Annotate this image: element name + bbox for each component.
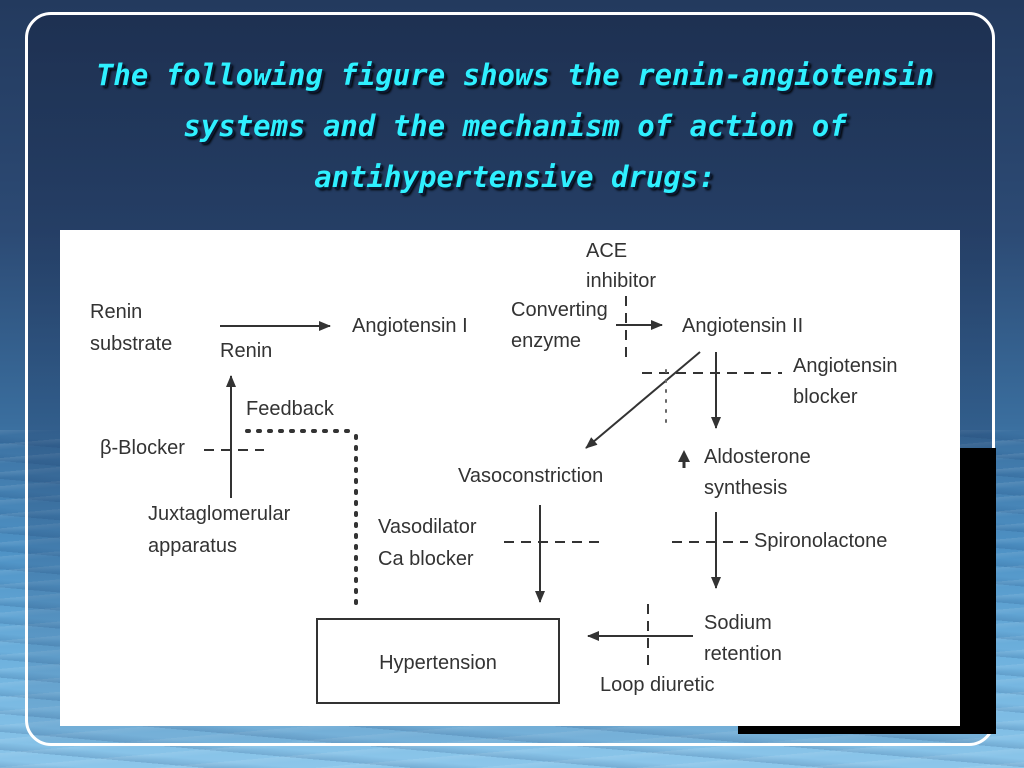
label-aldosterone-1: Aldosterone (704, 446, 811, 468)
arrow-to-vasoconstriction (585, 351, 701, 449)
feedback-path (245, 429, 358, 614)
label-angiotensin-2: Angiotensin II (682, 315, 803, 337)
label-ace-inhibitor-2: inhibitor (586, 270, 656, 292)
inhibition-lines (204, 296, 782, 668)
label-juxtaglomerular-2: apparatus (148, 535, 237, 557)
label-ace-inhibitor-1: ACE (586, 240, 627, 262)
label-renin: Renin (220, 340, 272, 362)
renin-angiotensin-figure: Renin substrate Renin Angiotensin I ACE … (60, 230, 960, 726)
label-spironolactone: Spironolactone (754, 530, 887, 552)
label-hypertension: Hypertension (379, 652, 497, 674)
label-converting-enzyme-2: enzyme (511, 330, 581, 352)
label-converting-enzyme-1: Converting (511, 299, 608, 321)
label-vasodilator-1: Vasodilator (378, 516, 477, 538)
label-angiotensin-blocker-2: blocker (793, 386, 858, 408)
label-loop-diuretic: Loop diuretic (600, 674, 715, 696)
label-vasoconstriction: Vasoconstriction (458, 465, 603, 487)
label-sodium-retention-1: Sodium (704, 612, 772, 634)
up-arrow-icon (678, 450, 690, 462)
label-angiotensin-blocker-1: Angiotensin (793, 355, 898, 377)
diagram-svg: Renin substrate Renin Angiotensin I ACE … (90, 240, 898, 704)
hypertension-box (316, 618, 560, 704)
label-juxtaglomerular-1: Juxtaglomerular (148, 503, 291, 525)
label-vasodilator-2: Ca blocker (378, 548, 474, 570)
label-renin-substrate-2: substrate (90, 333, 172, 355)
label-aldosterone-2: synthesis (704, 477, 787, 499)
label-angiotensin-1: Angiotensin I (352, 315, 468, 337)
label-beta-blocker: β-Blocker (100, 437, 185, 459)
slide-title: The following figure shows the renin-ang… (95, 58, 935, 194)
label-feedback: Feedback (246, 398, 335, 420)
label-renin-substrate-1: Renin (90, 301, 142, 323)
label-sodium-retention-2: retention (704, 643, 782, 665)
